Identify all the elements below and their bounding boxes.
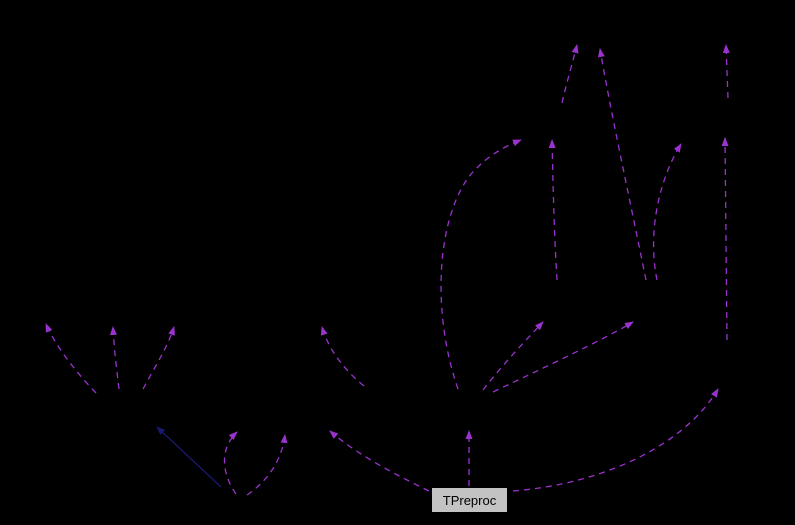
dependency-arrow xyxy=(492,321,634,393)
dependency-arrow xyxy=(45,323,97,394)
dependency-arrow xyxy=(320,326,365,387)
dependency-arrow xyxy=(512,388,719,492)
dependency-arrow xyxy=(721,137,729,341)
dependency-arrow xyxy=(652,143,682,281)
dependency-arrow xyxy=(142,326,175,390)
dependency-arrow xyxy=(440,139,522,390)
dependency-arrow xyxy=(246,434,288,496)
dependency-arrow xyxy=(482,321,544,391)
dependency-arrow xyxy=(109,326,120,390)
dependency-arrow xyxy=(561,44,579,104)
node-tpreproc-label: TPreproc xyxy=(442,492,497,508)
dependency-arrow xyxy=(156,426,222,488)
dependency-arrow xyxy=(223,431,238,495)
node-tpreproc[interactable]: TPreproc xyxy=(431,487,508,513)
dependency-arrow xyxy=(548,139,558,281)
dependency-arrow xyxy=(329,430,430,492)
dependency-arrow xyxy=(722,44,730,99)
dependency-arrow xyxy=(597,48,647,281)
